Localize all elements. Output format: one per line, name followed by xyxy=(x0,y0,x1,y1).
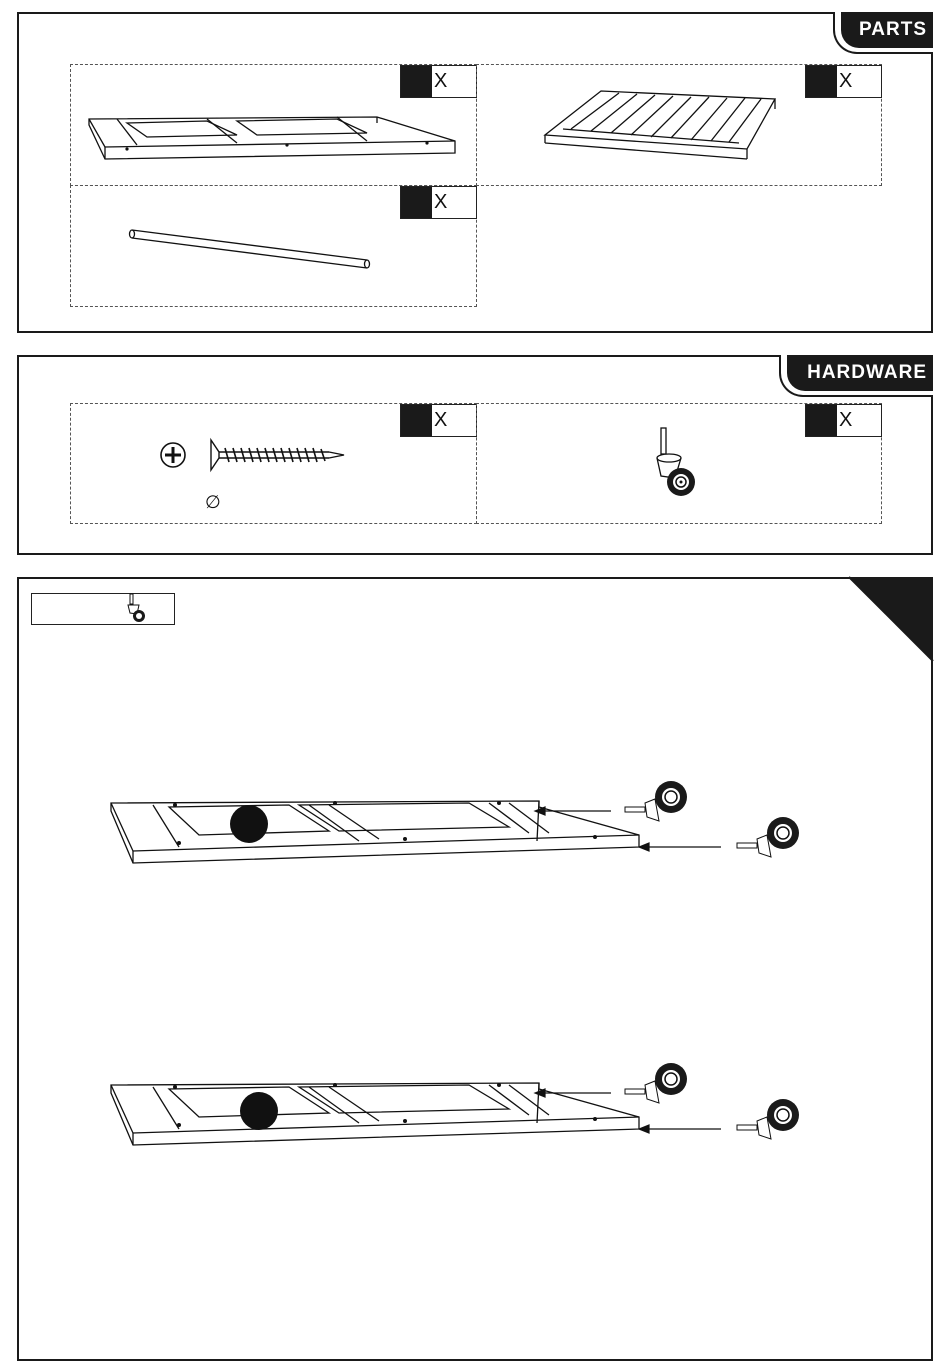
caster-wheel-icon xyxy=(645,426,705,506)
hardware-key-box xyxy=(31,593,175,625)
screw-icon xyxy=(209,438,349,472)
hardware-title: HARDWARE xyxy=(807,362,927,384)
qty-box: X xyxy=(805,65,882,98)
frame-panel-icon xyxy=(87,113,467,173)
step-callout-dot xyxy=(230,805,268,843)
parts-tab: PARTS xyxy=(841,12,933,48)
diameter-symbol: ∅ xyxy=(205,492,221,513)
step-callout-dot xyxy=(240,1092,278,1130)
qty-x-label: X xyxy=(839,409,852,432)
hardware-tab: HARDWARE xyxy=(787,355,933,391)
part-cell-frame: X xyxy=(70,64,477,186)
parts-title: PARTS xyxy=(859,19,927,41)
parts-panel: PARTS X X xyxy=(17,12,933,333)
hardware-cell-caster: X xyxy=(476,403,882,524)
hardware-panel: HARDWARE X xyxy=(17,355,933,555)
slatted-shelf-icon xyxy=(543,89,783,169)
qty-x-label: X xyxy=(434,409,447,432)
qty-x-label: X xyxy=(434,70,447,93)
qty-x-label: X xyxy=(434,191,447,214)
caster-wheel-icon xyxy=(125,593,149,623)
part-cell-shelf: X xyxy=(476,64,882,186)
assembly-view-1 xyxy=(109,771,809,891)
qty-number-block xyxy=(806,66,837,97)
rod-icon xyxy=(129,228,379,268)
step-panel xyxy=(17,577,933,1361)
qty-x-label: X xyxy=(839,70,852,93)
qty-box: X xyxy=(805,404,882,437)
qty-box: X xyxy=(400,404,477,437)
qty-number-block xyxy=(401,66,432,97)
qty-number-block xyxy=(806,405,837,436)
step-number-corner xyxy=(849,577,933,661)
qty-number-block xyxy=(401,187,432,218)
assembly-view-2 xyxy=(109,1053,809,1173)
qty-box: X xyxy=(400,65,477,98)
qty-number-block xyxy=(401,405,432,436)
part-cell-rod: X xyxy=(70,185,477,307)
phillips-head-icon xyxy=(159,441,189,471)
qty-box: X xyxy=(400,186,477,219)
hardware-cell-screw: X ∅ xyxy=(70,403,477,524)
